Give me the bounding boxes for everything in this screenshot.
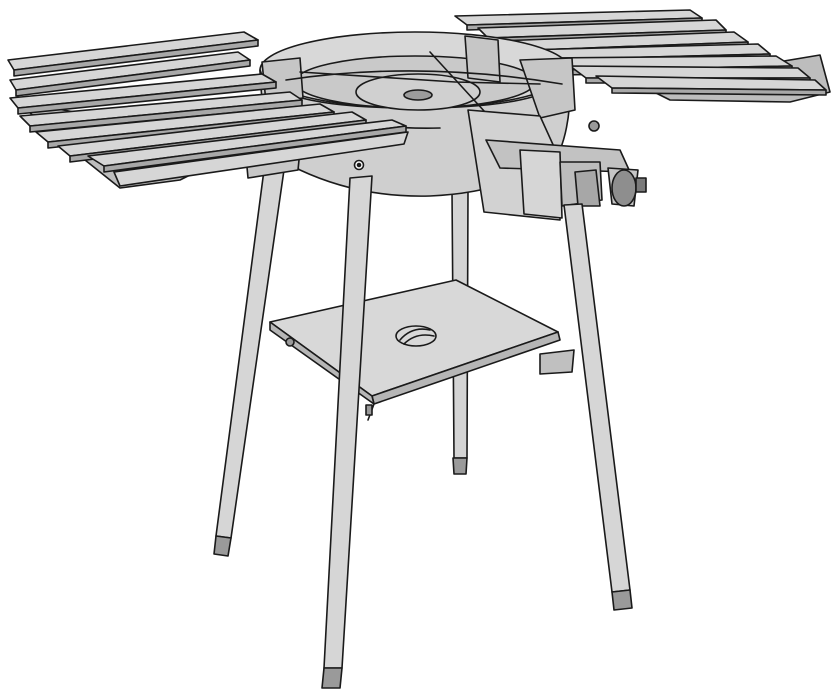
front-center-leg [321,159,373,689]
lower-shelf [269,279,575,405]
front-left-leg [213,149,301,557]
front-right-leg [563,203,633,611]
control-knob [574,167,647,207]
pot-support-frame [261,35,576,125]
rear-left-leg [365,403,375,421]
left-wooden-side-table [7,31,409,189]
brand-flame-logo [395,325,437,347]
right-wooden-side-table [454,9,831,103]
